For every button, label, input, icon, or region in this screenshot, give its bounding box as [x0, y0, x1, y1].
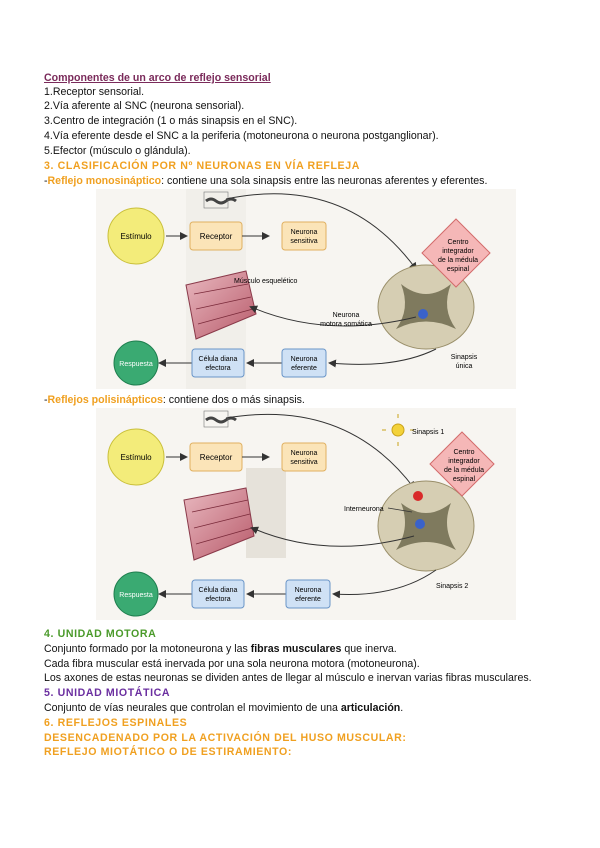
efferent-neuron-box: Neurona eferente — [281, 348, 327, 378]
receptor-box: Receptor — [189, 442, 243, 472]
section5-l1-b: articulación — [340, 702, 401, 714]
svg-text:Centro: Centro — [447, 239, 468, 246]
component-item-1: 1.Receptor sensorial. — [44, 86, 145, 98]
synapse-2-label: Sinapsis 2 — [436, 583, 468, 590]
interneuron-label: Interneurona — [344, 506, 384, 513]
component-item-3: 3.Centro de integración (1 o más sinapsi… — [44, 115, 298, 127]
poly-text: : contiene dos o más sinapsis. — [162, 394, 305, 406]
svg-text:integrador: integrador — [448, 458, 480, 465]
component-item-2: 2.Vía aferente al SNC (neurona sensorial… — [44, 100, 245, 112]
svg-text:Neurona: Neurona — [291, 450, 318, 457]
svg-text:espinal: espinal — [447, 266, 470, 273]
heading-section-6: 6. REFLEJOS ESPINALES — [44, 717, 188, 729]
svg-text:Estímulo: Estímulo — [120, 232, 152, 241]
component-item-4: 4.Vía eferente desde el SNC a la perifer… — [44, 130, 439, 142]
section6-subheading-2: REFLEJO MIOTÁTICO O DE ESTIRAMIENTO: — [44, 746, 292, 758]
poly-prefix: - — [44, 394, 48, 406]
heading-section-4: 4. UNIDAD MOTORA — [44, 628, 157, 640]
svg-text:Receptor: Receptor — [200, 453, 233, 462]
motor-neuron-label-2: motora somática — [320, 321, 372, 328]
response-node: Respuesta — [113, 340, 159, 386]
section4-l1-b: fibras musculares — [250, 643, 342, 655]
synapse-label-1: Sinapsis — [451, 354, 478, 361]
synapse-label-2: única — [456, 363, 473, 370]
svg-text:Estímulo: Estímulo — [120, 453, 152, 462]
mono-definition: -Reflejo monosináptico: contiene una sol… — [44, 175, 487, 188]
svg-text:Respuesta: Respuesta — [119, 592, 153, 599]
diagram-polysynaptic: Estímulo Receptor Neurona sensitiva Sina… — [96, 408, 516, 620]
svg-text:Músculo esquelético: Músculo esquelético — [234, 278, 298, 285]
svg-text:eferente: eferente — [291, 365, 317, 372]
spinal-cord — [377, 480, 475, 572]
muscle-illustration — [183, 487, 255, 561]
target-cell-box: Célula diana efectora — [191, 348, 245, 378]
section4-line-1: Conjunto formado por la motoneurona y la… — [44, 643, 397, 656]
heading-section-5: 5. UNIDAD MIOTÁTICA — [44, 687, 171, 699]
svg-text:Neurona: Neurona — [295, 587, 322, 594]
synapse-1-label: Sinapsis 1 — [412, 429, 444, 436]
svg-text:espinal: espinal — [453, 476, 476, 483]
sensory-neuron-box: Neurona sensitiva — [281, 221, 327, 251]
section4-line-2: Cada fibra muscular está inervada por un… — [44, 658, 420, 670]
integration-center: Centro integrador de la médula espinal — [429, 431, 495, 497]
poly-definition: -Reflejos polisinápticos: contiene dos o… — [44, 394, 305, 407]
svg-text:Célula diana: Célula diana — [199, 587, 238, 594]
muscle-illustration: Músculo esquelético — [185, 270, 298, 340]
svg-text:Neurona: Neurona — [291, 229, 318, 236]
sun-icon — [382, 414, 414, 446]
svg-text:Neurona: Neurona — [291, 356, 318, 363]
svg-text:Célula diana: Célula diana — [199, 356, 238, 363]
mono-text: : contiene una sola sinapsis entre las n… — [161, 175, 488, 187]
spinal-cord — [377, 264, 475, 350]
diagram-monosynaptic: Estímulo Receptor Neurona sensitiva Cent… — [96, 189, 516, 389]
stimulus-node: Estímulo — [107, 207, 165, 265]
svg-text:sensitiva: sensitiva — [290, 238, 317, 245]
section4-l1-c: que inerva. — [341, 643, 397, 655]
component-item-5: 5.Efector (músculo o glándula). — [44, 145, 191, 157]
mono-prefix: - — [44, 175, 48, 187]
svg-text:de la médula: de la médula — [444, 467, 484, 474]
mono-term: Reflejo monosináptico — [47, 175, 162, 187]
svg-text:efectora: efectora — [205, 596, 230, 603]
poly-term: Reflejos polisinápticos — [47, 394, 163, 406]
integration-center: Centro integrador de la médula espinal — [421, 218, 491, 288]
svg-text:Receptor: Receptor — [200, 232, 233, 241]
target-cell-box: Célula diana efectora — [191, 579, 245, 609]
svg-text:Respuesta: Respuesta — [119, 361, 153, 368]
svg-text:integrador: integrador — [442, 248, 474, 255]
section-title-components: Componentes de un arco de reflejo sensor… — [44, 72, 271, 84]
stimulus-node: Estímulo — [107, 428, 165, 486]
heading-section-3: 3. CLASIFICACIÓN POR Nº NEURONAS EN VÍA … — [44, 160, 360, 172]
efferent-neuron-box: Neurona eferente — [285, 579, 331, 609]
section4-line-3: Los axones de estas neuronas se dividen … — [44, 672, 532, 684]
receptor-spring-icon — [203, 191, 237, 209]
svg-text:efectora: efectora — [205, 365, 230, 372]
svg-text:de la médula: de la médula — [438, 257, 478, 264]
section5-l1-c: . — [400, 702, 404, 714]
svg-text:Centro: Centro — [453, 449, 474, 456]
response-node: Respuesta — [113, 571, 159, 617]
section4-l1-a: Conjunto formado por la motoneurona y la… — [44, 643, 251, 655]
section5-l1-a: Conjunto de vías neurales que controlan … — [44, 702, 341, 714]
sensory-neuron-box: Neurona sensitiva — [281, 442, 327, 472]
svg-text:eferente: eferente — [295, 596, 321, 603]
receptor-spring-icon — [203, 410, 237, 428]
motor-neuron-label-1: Neurona — [333, 312, 360, 319]
section6-subheading-1: DESENCADENADO POR LA ACTIVACIÓN DEL HUSO… — [44, 732, 407, 744]
receptor-box: Receptor — [189, 221, 243, 251]
section5-line-1: Conjunto de vías neurales que controlan … — [44, 702, 403, 715]
svg-text:sensitiva: sensitiva — [290, 459, 317, 466]
